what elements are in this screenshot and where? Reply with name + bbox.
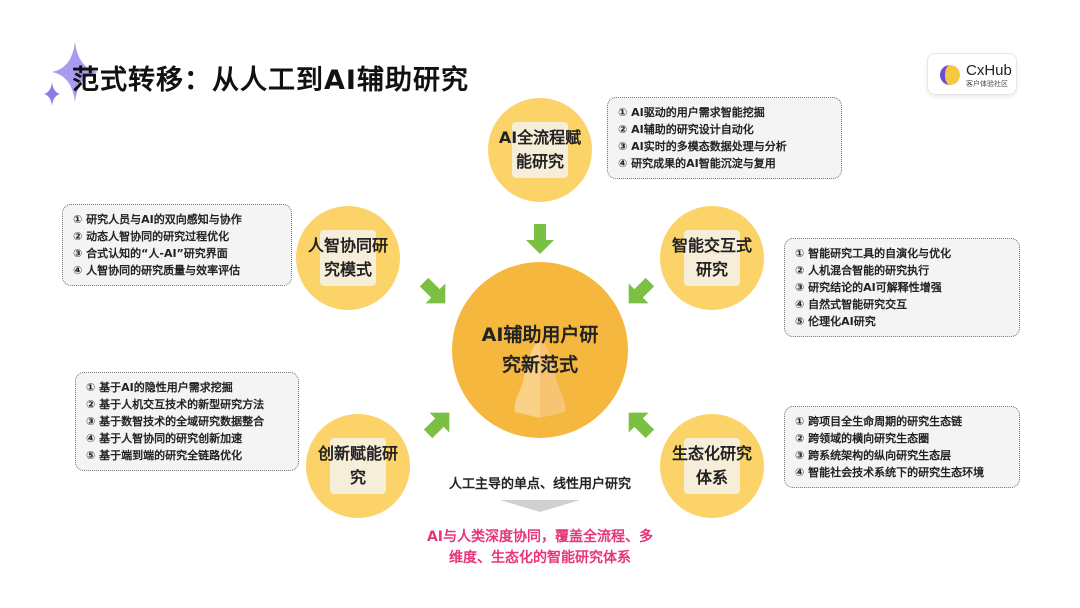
list-item: ④ 自然式智能研究交互 xyxy=(795,298,908,311)
to-label: AI与人类深度协同，覆盖全流程、多维度、生态化的智能研究体系 xyxy=(426,529,654,566)
list-item: ③ AI实时的多模态数据处理与分析 xyxy=(618,140,787,153)
list-item: ① 智能研究工具的自演化与优化 xyxy=(795,247,952,260)
from-label: 人工主导的单点、线性用户研究 xyxy=(448,477,631,492)
list-item: ① 跨项目全生命周期的研究生态链 xyxy=(795,415,963,428)
list-smart-interaction: ① 智能研究工具的自演化与优化 ② 人机混合智能的研究执行 ③ 研究结论的AI可解释… xyxy=(784,238,1020,337)
center-label: AI辅助用户研究新范式 xyxy=(481,324,599,376)
logo-name: CxHub xyxy=(966,62,1012,79)
list-item: ④ 研究成果的AI智能沉淀与复用 xyxy=(618,157,776,170)
page-title: 范式转移：从人工到AI辅助研究 xyxy=(72,65,469,96)
list-item: ② 基于人机交互技术的新型研究方法 xyxy=(86,398,265,411)
arrow-right-down-icon xyxy=(419,277,446,304)
list-innovation: ① 基于AI的隐性用户需求挖掘 ② 基于人机交互技术的新型研究方法 ③ 基于数智技术… xyxy=(75,372,299,471)
list-item: ④ 人智协同的研究质量与效率评估 xyxy=(73,264,241,277)
node-label: 生态化研究体系 xyxy=(671,444,752,487)
list-item: ④ 智能社会技术系统下的研究生态环境 xyxy=(795,466,985,479)
node-label: 人智协同研究模式 xyxy=(307,236,388,279)
logo-subtitle: 客户体验社区 xyxy=(966,80,1008,88)
list-item: ② 人机混合智能的研究执行 xyxy=(795,264,930,277)
node-human-ai-collab: 人智协同研究模式 xyxy=(296,206,400,310)
node-smart-interaction: 智能交互式研究 xyxy=(660,206,764,310)
arrow-left-down-icon xyxy=(628,277,655,304)
list-item: ⑤ 伦理化AI研究 xyxy=(795,315,876,328)
praying-hands-icon xyxy=(514,340,566,418)
list-human-ai-collab: ① 研究人员与AI的双向感知与协作 ② 动态人智协同的研究过程优化 ③ 合式认知的“… xyxy=(62,204,292,286)
list-item: ① AI驱动的用户需求智能挖掘 xyxy=(618,106,765,119)
arrow-left-up-icon xyxy=(628,412,655,439)
node-label: 智能交互式研究 xyxy=(671,236,752,279)
list-ai-full-process: ① AI驱动的用户需求智能挖掘 ② AI辅助的研究设计自动化 ③ AI实时的多模态数… xyxy=(607,97,842,179)
node-innovation: 创新赋能研究 xyxy=(306,414,410,518)
list-item: ③ 合式认知的“人-AI”研究界面 xyxy=(73,247,228,260)
node-ai-full-process: AI全流程赋能研究 xyxy=(488,98,592,202)
node-label: 创新赋能研究 xyxy=(317,444,398,487)
arrow-right-up-icon xyxy=(423,412,450,439)
list-item: ② 动态人智协同的研究过程优化 xyxy=(73,230,230,243)
list-item: ④ 基于人智协同的研究创新加速 xyxy=(86,432,243,445)
center-node: AI辅助用户研究新范式 xyxy=(452,262,628,438)
list-item: ① 基于AI的隐性用户需求挖掘 xyxy=(86,381,233,394)
list-item: ② AI辅助的研究设计自动化 xyxy=(618,123,754,136)
list-item: ② 跨领域的横向研究生态圈 xyxy=(795,432,930,445)
list-ecosystem: ① 跨项目全生命周期的研究生态链 ② 跨领域的横向研究生态圈 ③ 跨系统架构的纵向研… xyxy=(784,406,1020,488)
node-label: AI全流程赋能研究 xyxy=(498,128,582,171)
cxhub-logo: CxHub 客户体验社区 xyxy=(927,53,1017,95)
arrow-down-icon xyxy=(526,224,554,254)
list-item: ③ 跨系统架构的纵向研究生态层 xyxy=(795,449,952,462)
list-item: ③ 基于数智技术的全域研究数据整合 xyxy=(86,415,265,428)
sparkle-icon xyxy=(44,42,98,106)
logo-mark-icon xyxy=(940,65,960,85)
list-item: ⑤ 基于端到端的研究全链路优化 xyxy=(86,449,243,462)
transition-arrow-icon xyxy=(500,500,580,512)
list-item: ① 研究人员与AI的双向感知与协作 xyxy=(73,213,242,226)
node-ecosystem: 生态化研究体系 xyxy=(660,414,764,518)
list-item: ③ 研究结论的AI可解释性增强 xyxy=(795,281,942,294)
